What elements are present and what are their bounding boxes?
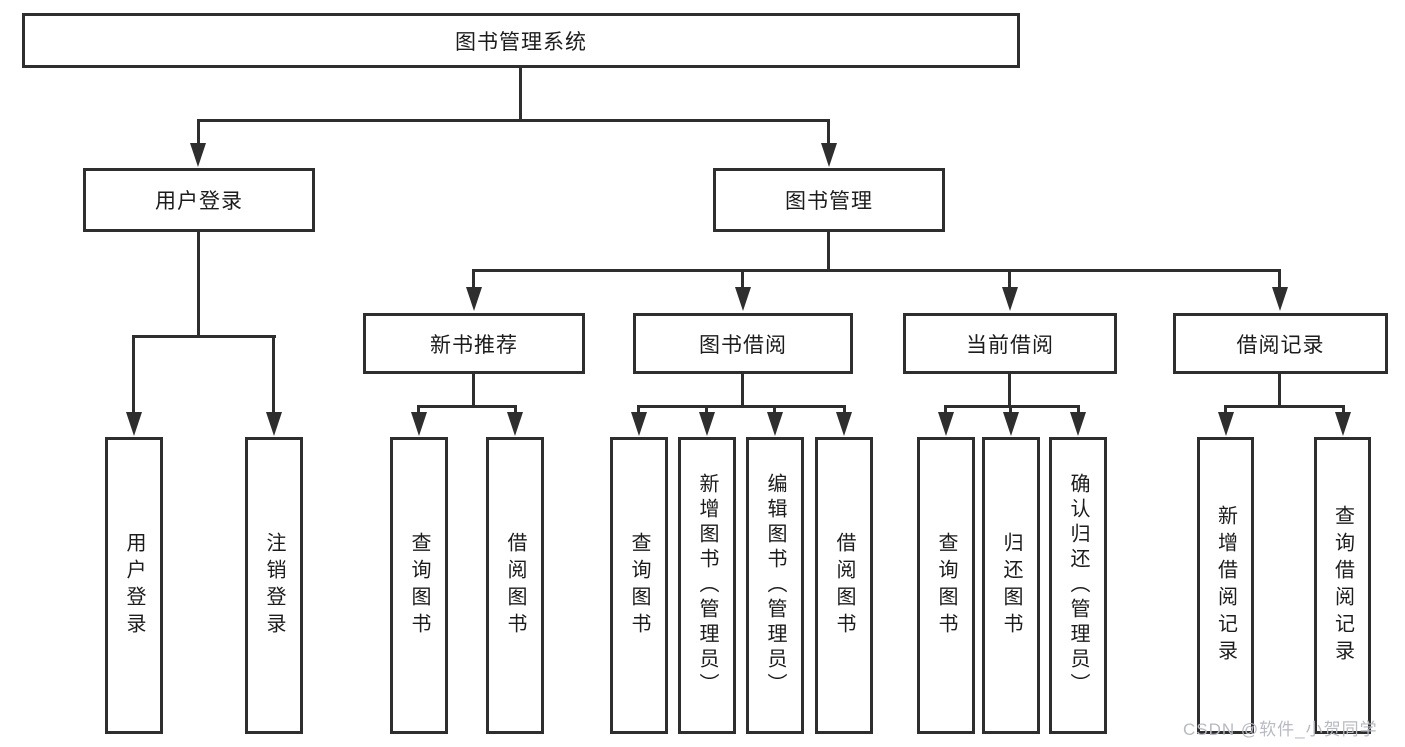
connector-arrow-stem: [843, 405, 846, 414]
leaf-label: 借阅图书: [833, 531, 855, 640]
connector-arrow-stem: [417, 405, 420, 414]
node-new-book-rec-label: 新书推荐: [430, 333, 518, 357]
node-root-label: 图书管理系统: [455, 30, 587, 54]
leaf-label: 借阅图书: [504, 531, 526, 640]
connector-stem: [1278, 372, 1281, 408]
connector-stem: [472, 372, 475, 408]
leaf-label: 查询图书: [628, 531, 650, 640]
arrow-down-icon: [126, 412, 142, 436]
leaf-label: 新增借阅记录: [1214, 504, 1237, 667]
node-borrow-record-label: 借阅记录: [1236, 333, 1325, 357]
node-new-book-rec: 新书推荐: [363, 313, 585, 374]
node-current-borrow: 当前借阅: [903, 313, 1117, 374]
leaf-add-book-admin: 新增图书（管理员）: [678, 437, 736, 734]
node-book-borrow: 图书借阅: [633, 313, 853, 374]
connector-arrow-stem: [197, 119, 200, 147]
connector-arrow-stem: [741, 269, 744, 291]
connector-branch: [417, 405, 517, 408]
arrow-down-icon: [466, 287, 482, 311]
leaf-label: 查询图书: [408, 531, 430, 640]
leaf-query-book-2: 查询图书: [610, 437, 668, 734]
arrow-down-icon: [699, 412, 715, 436]
leaf-logout: 注销登录: [245, 437, 303, 734]
arrow-down-icon: [938, 412, 954, 436]
leaf-borrow-book-1: 借阅图书: [486, 437, 544, 734]
connector-arrow-stem: [1077, 405, 1080, 414]
connector-root-stem: [519, 66, 522, 122]
connector-arrow-stem: [1009, 405, 1012, 414]
node-user-login: 用户登录: [83, 168, 315, 232]
connector-level2-branch: [472, 269, 1281, 272]
arrow-down-icon: [767, 412, 783, 436]
connector-top-branch: [197, 119, 830, 122]
connector-arrow-stem: [272, 335, 275, 415]
connector-arrow-stem: [773, 405, 776, 414]
connector-arrow-stem: [1278, 269, 1281, 291]
leaf-add-borrow-record: 新增借阅记录: [1197, 437, 1254, 734]
connector-arrow-stem: [944, 405, 947, 414]
leaf-label: 用户登录: [123, 531, 145, 640]
leaf-query-book-1: 查询图书: [390, 437, 448, 734]
leaf-label: 查询借阅记录: [1331, 504, 1354, 667]
connector-arrow-stem: [827, 119, 830, 147]
connector-stem: [1008, 372, 1011, 408]
connector-arrow-stem: [1008, 269, 1011, 291]
connector-arrow-stem: [472, 269, 475, 291]
arrow-down-icon: [1003, 412, 1019, 436]
connector-arrow-stem: [637, 405, 640, 414]
node-borrow-record: 借阅记录: [1173, 313, 1388, 374]
arrow-down-icon: [821, 143, 837, 167]
arrow-down-icon: [1070, 412, 1086, 436]
leaf-edit-book-admin: 编辑图书（管理员）: [746, 437, 804, 734]
connector-branch: [944, 405, 1080, 408]
arrow-down-icon: [1272, 287, 1288, 311]
connector-user-login-stem: [197, 230, 200, 337]
connector-arrow-stem: [132, 335, 135, 415]
arrow-down-icon: [411, 412, 427, 436]
leaf-user-login: 用户登录: [105, 437, 163, 734]
arrow-down-icon: [507, 412, 523, 436]
arrow-down-icon: [631, 412, 647, 436]
connector-user-login-branch: [132, 335, 276, 338]
node-root: 图书管理系统: [22, 13, 1020, 68]
connector-branch: [1224, 405, 1345, 408]
leaf-confirm-return-admin: 确认归还（管理员）: [1049, 437, 1107, 734]
connector-arrow-stem: [514, 405, 517, 414]
leaf-label: 注销登录: [263, 531, 285, 640]
leaf-query-book-3: 查询图书: [917, 437, 975, 734]
arrow-down-icon: [266, 412, 282, 436]
arrow-down-icon: [190, 143, 206, 167]
leaf-label: 确认归还（管理员）: [1067, 473, 1089, 698]
arrow-down-icon: [1002, 287, 1018, 311]
leaf-borrow-book-2: 借阅图书: [815, 437, 873, 734]
leaf-return-book: 归还图书: [982, 437, 1040, 734]
arrow-down-icon: [1218, 412, 1234, 436]
watermark-text: CSDN @软件_小贺同学: [1183, 720, 1378, 739]
leaf-label: 新增图书（管理员）: [696, 473, 718, 698]
connector-arrow-stem: [1224, 405, 1227, 414]
connector-arrow-stem: [1342, 405, 1345, 414]
arrow-down-icon: [1335, 412, 1351, 436]
connector-branch: [637, 405, 846, 408]
node-user-login-label: 用户登录: [155, 190, 243, 213]
connector-arrow-stem: [705, 405, 708, 414]
node-book-mgmt-label: 图书管理: [785, 190, 873, 213]
node-book-borrow-label: 图书借阅: [699, 333, 787, 357]
connector-stem: [741, 372, 744, 408]
arrow-down-icon: [735, 287, 751, 311]
leaf-label: 编辑图书（管理员）: [764, 473, 786, 698]
arrow-down-icon: [836, 412, 852, 436]
leaf-label: 归还图书: [1000, 531, 1022, 640]
node-book-mgmt: 图书管理: [713, 168, 945, 232]
leaf-label: 查询图书: [935, 531, 957, 640]
node-current-borrow-label: 当前借阅: [966, 333, 1054, 357]
connector-book-mgmt-stem: [827, 230, 830, 272]
leaf-query-borrow-record: 查询借阅记录: [1314, 437, 1371, 734]
